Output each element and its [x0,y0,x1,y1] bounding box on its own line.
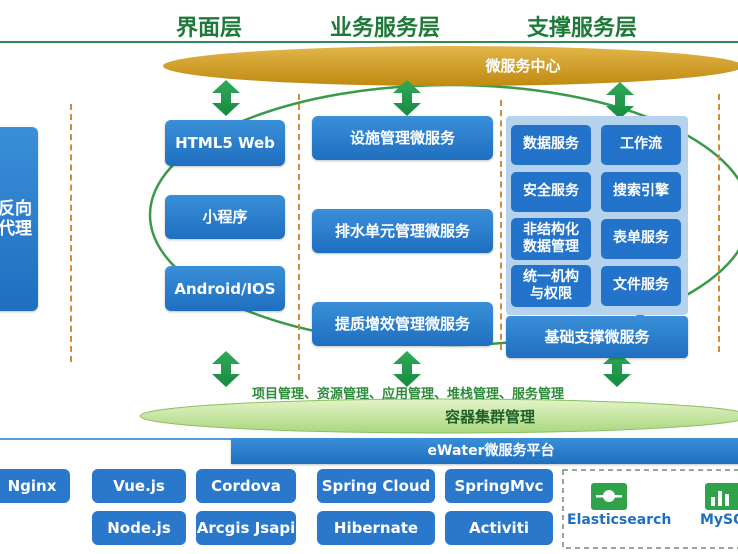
tech-arcgis-jsapi: Arcgis Jsapi [196,511,296,545]
svc-unstructured-data: 非结构化 数据管理 [511,218,591,260]
svc-unstructured-line-1: 非结构化 [523,221,579,238]
tech-spring-cloud: Spring Cloud [317,469,435,503]
tech-nginx: Nginx [0,469,70,503]
svc-org-line-2: 与权限 [530,286,572,302]
microservice-center-ellipse [163,46,738,86]
separator [70,104,72,362]
tech-hibernate: Hibernate [317,511,435,545]
tech-nodejs: Node.js [92,511,186,545]
mysql-logo-icon [705,483,738,510]
ui-item-mini-program: 小程序 [165,195,285,239]
separator [500,100,502,350]
reverse-proxy-box: 反向 代理 [0,127,38,311]
db-elasticsearch-label: Elasticsearch [567,512,672,528]
database-group-border [562,469,738,549]
ewater-platform-bar: eWater微服务平台 [231,438,738,464]
elasticsearch-logo-icon [591,483,627,510]
svc-data-service: 数据服务 [511,125,591,165]
svc-search-engine: 搜索引擎 [601,172,681,212]
tech-springmvc: SpringMvc [445,469,553,503]
business-item-drainage-unit: 排水单元管理微服务 [312,209,493,253]
svc-unstructured-line-2: 数据管理 [523,239,579,255]
tech-activiti: Activiti [445,511,553,545]
double-arrow-icon [212,80,634,387]
svc-org-permission: 统一机构 与权限 [511,265,591,307]
tech-vue: Vue.js [92,469,186,503]
ui-layer-title: 界面层 [176,16,243,41]
business-layer-title: 业务服务层 [330,16,441,41]
support-layer-title: 支撑服务层 [527,16,638,41]
svc-workflow: 工作流 [601,125,681,165]
db-mysql-label: MySQL [700,512,738,528]
container-cluster-ellipse [139,398,738,434]
proxy-line-2: 代理 [0,219,32,239]
ui-item-android-ios: Android/IOS [165,266,285,311]
header-divider [0,41,738,43]
base-support-microservice: 基础支撑微服务 [506,316,688,358]
ui-item-html5-web: HTML5 Web [165,120,285,166]
business-item-quality-efficiency: 提质增效管理微服务 [312,302,493,346]
separator [718,94,720,352]
svc-org-line-1: 统一机构 [523,268,579,285]
svc-file-service: 文件服务 [601,266,681,306]
separator [298,94,300,380]
svc-security: 安全服务 [511,172,591,212]
management-functions-text: 项目管理、资源管理、应用管理、堆栈管理、服务管理 [252,387,565,402]
container-cluster-label: 容器集群管理 [445,408,536,426]
tech-cordova: Cordova [196,469,296,503]
microservice-center-label: 微服务中心 [485,57,561,75]
business-item-facility: 设施管理微服务 [312,116,493,160]
svc-form-service: 表单服务 [601,219,681,259]
proxy-line-1: 反向 [0,198,32,219]
